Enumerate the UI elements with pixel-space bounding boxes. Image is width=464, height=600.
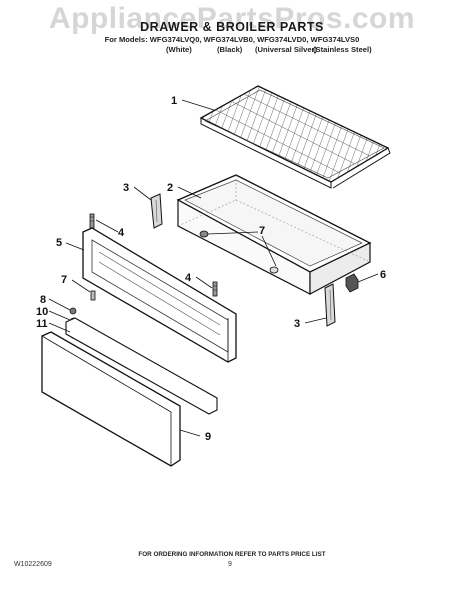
callout-3-right: 3 [294, 318, 300, 330]
watermark: AppliancePartsPros.com [48, 2, 416, 35]
drawer-tray [176, 174, 372, 295]
drawer-clip [345, 273, 359, 293]
drawer-front-frame [82, 227, 237, 363]
screw-drawer-right [269, 266, 279, 274]
screw-drawer-left [199, 230, 209, 238]
leader-lines [48, 99, 379, 437]
callout-7-drawer: 7 [259, 225, 265, 237]
page-title: DRAWER & BROILER PARTS [140, 20, 324, 34]
callout-3-left: 3 [123, 182, 129, 194]
screw-front [90, 290, 96, 301]
color-stainless-steel: (Stainless Steel) [313, 45, 372, 54]
callout-labels: 1 2 3 4 5 7 8 10 11 4 7 6 3 9 [36, 95, 386, 443]
callout-5: 5 [56, 237, 62, 249]
models-line: For Models: WFG374LVQ0, WFG374LVB0, WFG3… [104, 35, 360, 44]
ordering-info-note: FOR ORDERING INFORMATION REFER TO PARTS … [138, 551, 326, 558]
callout-1: 1 [171, 95, 177, 107]
callout-9: 9 [205, 431, 211, 443]
callout-2: 2 [167, 182, 173, 194]
drawer-glide-left [150, 193, 163, 229]
callout-7-front: 7 [61, 274, 67, 286]
drawer-outer-panel [41, 317, 218, 467]
callout-11: 11 [36, 318, 48, 330]
callout-4-right: 4 [185, 272, 192, 284]
page-number: 9 [228, 561, 232, 568]
callout-6: 6 [380, 269, 386, 281]
stud-left [89, 213, 95, 229]
stud-right [212, 281, 218, 297]
callout-10: 10 [36, 306, 48, 318]
color-white: (White) [166, 45, 192, 54]
drawer-glide-right [324, 283, 336, 327]
broiler-rack [199, 85, 391, 189]
document-number: W10222609 [14, 561, 52, 568]
color-universal-silver: (Universal Silver) [255, 45, 318, 54]
color-black: (Black) [217, 45, 243, 54]
callout-8: 8 [40, 294, 46, 306]
callout-4-left: 4 [118, 227, 125, 239]
